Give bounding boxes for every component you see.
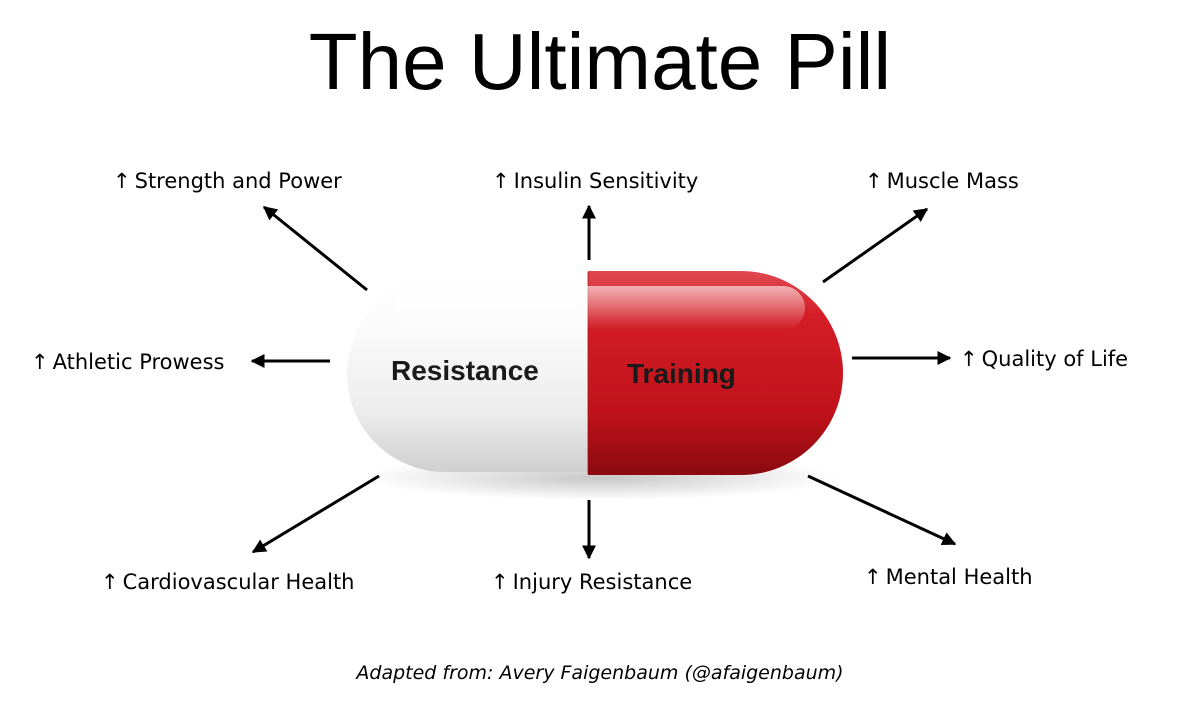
up-arrow-icon: ↑	[492, 169, 510, 193]
benefit-muscle-mass: ↑Muscle Mass	[865, 168, 1019, 194]
up-arrow-icon: ↑	[865, 169, 883, 193]
arrow-cardiovascular-health	[251, 474, 380, 554]
pill-label-training: Training	[627, 358, 736, 389]
benefit-athletic-prowess: ↑Athletic Prowess	[31, 349, 225, 375]
benefit-strength-power: ↑Strength and Power	[113, 168, 342, 194]
benefit-mental-health: ↑Mental Health	[864, 564, 1033, 590]
benefit-mental-health-text: Mental Health	[885, 565, 1033, 589]
up-arrow-icon: ↑	[113, 169, 131, 193]
benefit-quality-of-life-text: Quality of Life	[981, 347, 1129, 371]
arrow-strength-power	[262, 205, 368, 292]
benefit-cardiovascular-health-text: Cardiovascular Health	[122, 570, 355, 594]
benefit-quality-of-life: ↑Quality of Life	[960, 346, 1128, 372]
up-arrow-icon: ↑	[31, 350, 49, 374]
benefit-athletic-prowess-text: Athletic Prowess	[52, 350, 225, 374]
benefit-strength-power-text: Strength and Power	[134, 169, 342, 193]
up-arrow-icon: ↑	[491, 570, 509, 594]
arrow-mental-health	[807, 474, 957, 546]
benefit-injury-resistance-text: Injury Resistance	[512, 570, 693, 594]
arrow-muscle-mass	[822, 207, 929, 284]
benefit-muscle-mass-text: Muscle Mass	[886, 169, 1019, 193]
attribution-caption: Adapted from: Avery Faigenbaum (@afaigen…	[356, 662, 844, 684]
benefit-cardiovascular-health: ↑Cardiovascular Health	[101, 569, 354, 595]
up-arrow-icon: ↑	[864, 565, 882, 589]
page-title: The Ultimate Pill	[308, 17, 892, 106]
up-arrow-icon: ↑	[960, 347, 978, 371]
up-arrow-icon: ↑	[101, 570, 119, 594]
benefit-insulin-sensitivity: ↑Insulin Sensitivity	[492, 168, 698, 194]
benefit-injury-resistance: ↑Injury Resistance	[491, 569, 692, 595]
benefit-insulin-sensitivity-text: Insulin Sensitivity	[513, 169, 699, 193]
pill-shine	[395, 286, 805, 330]
pill-label-resistance: Resistance	[391, 355, 539, 386]
